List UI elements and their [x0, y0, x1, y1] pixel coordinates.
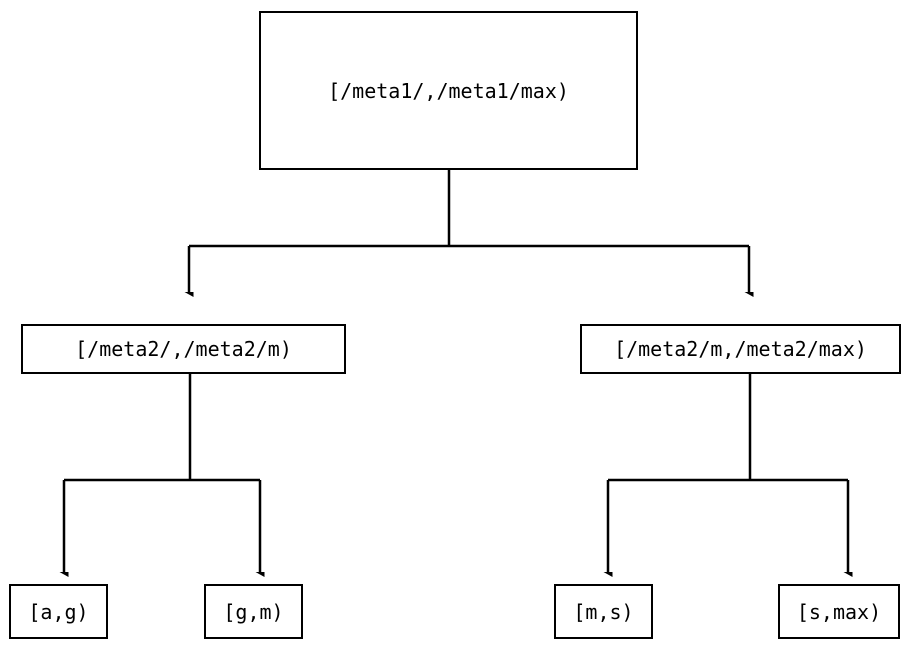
node-leaf-g-m-label: [g,m)	[223, 599, 284, 624]
node-leaf-a-g-label: [a,g)	[28, 599, 89, 624]
node-root-label: [/meta1/,/meta1/max)	[328, 78, 569, 103]
node-leaf-m-s-label: [m,s)	[573, 599, 634, 624]
edge-mid-right-to-leaves	[608, 374, 848, 572]
node-leaf-m-s[interactable]: [m,s)	[554, 584, 653, 639]
edge-root-to-mid-level	[189, 170, 749, 292]
node-mid-left-label: [/meta2/,/meta2/m)	[75, 337, 292, 361]
node-mid-right[interactable]: [/meta2/m,/meta2/max)	[580, 324, 901, 374]
node-leaf-s-max-label: [s,max)	[796, 599, 882, 624]
node-mid-left[interactable]: [/meta2/,/meta2/m)	[21, 324, 346, 374]
node-leaf-s-max[interactable]: [s,max)	[778, 584, 900, 639]
node-mid-right-label: [/meta2/m,/meta2/max)	[614, 337, 867, 361]
node-leaf-g-m[interactable]: [g,m)	[204, 584, 303, 639]
edge-mid-left-to-leaves	[64, 374, 260, 572]
node-root[interactable]: [/meta1/,/meta1/max)	[259, 11, 638, 170]
node-leaf-a-g[interactable]: [a,g)	[9, 584, 108, 639]
